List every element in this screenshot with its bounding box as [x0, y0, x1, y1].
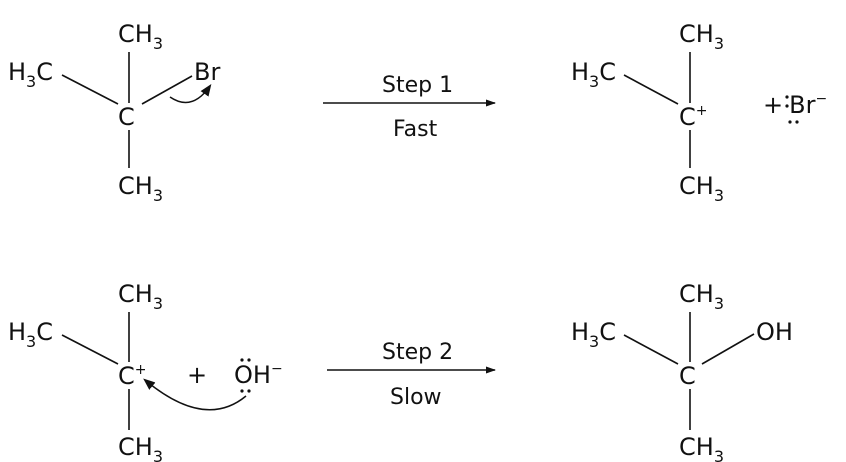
- step-1-label: Step 1: [382, 73, 453, 98]
- tert-butyl-bromide: CH3 H3C C Br CH3: [8, 20, 220, 205]
- step-1-reaction-arrow: Step 1 Fast: [323, 73, 496, 142]
- carbocation-carbon: C+: [118, 362, 147, 390]
- tert-butyl-carbocation: CH3 H3C C+ CH3: [571, 20, 724, 205]
- h3c-left-label: H3C: [571, 58, 616, 91]
- ch3-top-label: CH3: [679, 280, 724, 313]
- h3c-left-label: H3C: [571, 318, 616, 351]
- h3c-left-label: H3C: [8, 318, 53, 351]
- bond-to-oh: [701, 333, 755, 365]
- ch3-bottom-label: CH3: [118, 172, 163, 205]
- step-2-reaction-arrow: Step 2 Slow: [327, 340, 496, 410]
- step-2-label: Step 2: [382, 340, 453, 365]
- hydroxide-label: OH−: [234, 361, 283, 389]
- lone-pair-dot: [240, 358, 244, 362]
- lone-pair-dot: [795, 120, 799, 124]
- ch3-bottom-label: CH3: [118, 433, 163, 462]
- bond-to-br: [141, 75, 193, 105]
- curved-electron-arrow-1: [169, 84, 212, 104]
- ch3-top-label: CH3: [679, 20, 724, 53]
- step-2-speed: Slow: [390, 385, 442, 410]
- step-1-speed: Fast: [393, 117, 438, 142]
- ch3-bottom-label: CH3: [679, 172, 724, 205]
- lone-pair-dot: [785, 104, 789, 108]
- bond-left: [61, 74, 119, 105]
- lone-pair-dot: [247, 358, 251, 362]
- bond-left: [623, 334, 679, 365]
- bromine-atom: Br: [194, 58, 220, 86]
- curved-electron-arrow-2: [143, 378, 247, 411]
- hydroxide-ion: OH−: [143, 358, 283, 411]
- h3c-left-label: H3C: [8, 58, 53, 91]
- carbocation-carbon: C+: [679, 103, 708, 131]
- hydroxyl-group: OH: [756, 318, 793, 346]
- lone-pair-dot: [240, 389, 244, 393]
- central-carbon: C: [679, 362, 696, 390]
- ch3-top-label: CH3: [118, 280, 163, 313]
- bromide-label: +Br−: [763, 91, 827, 119]
- ch3-bottom-label: CH3: [679, 433, 724, 462]
- lone-pair-dot: [788, 120, 792, 124]
- bromide-ion: +Br−: [763, 91, 827, 124]
- bond-left: [623, 74, 679, 105]
- central-carbon: C: [118, 103, 135, 131]
- tert-butyl-alcohol: CH3 H3C C OH CH3: [571, 280, 793, 462]
- ch3-top-label: CH3: [118, 20, 163, 53]
- lone-pair-dot: [785, 95, 789, 99]
- lone-pair-dot: [247, 389, 251, 393]
- bond-left: [61, 334, 119, 365]
- plus-sign: +: [187, 361, 207, 389]
- carbocation-reactant: CH3 H3C C+ CH3: [8, 280, 163, 462]
